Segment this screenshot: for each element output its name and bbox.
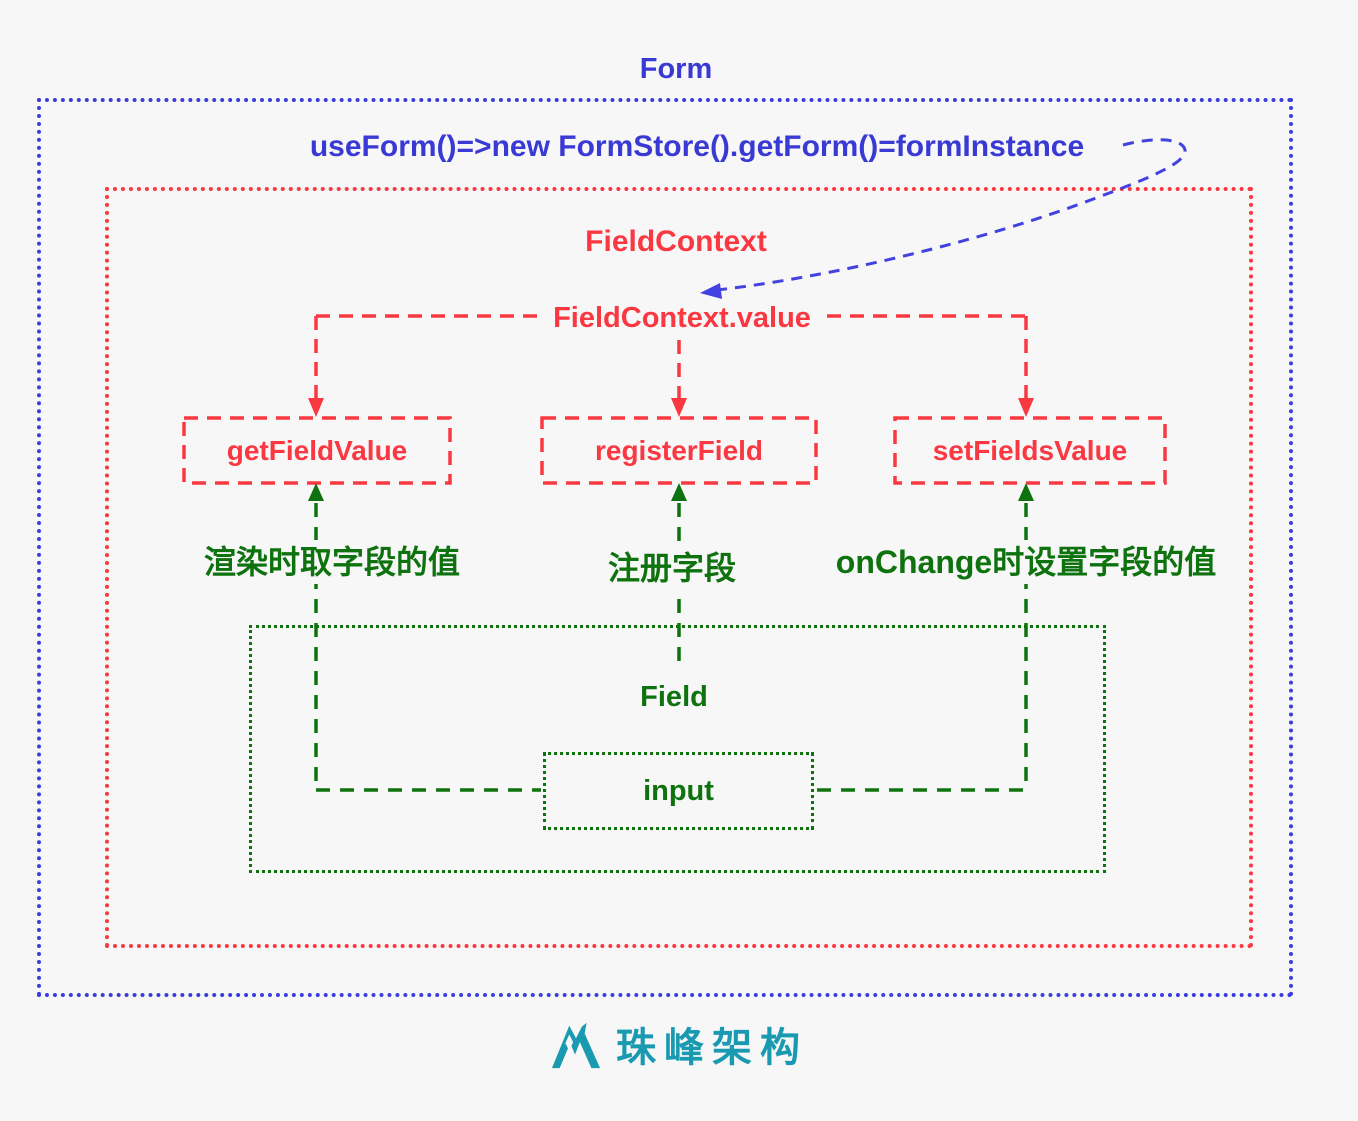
method-getfieldvalue: getFieldValue (226, 434, 408, 466)
input-label: input (643, 774, 714, 807)
fieldcontext-value-label: FieldContext.value (553, 302, 811, 334)
field-box (249, 625, 1106, 873)
fieldcontext-box (105, 187, 1253, 948)
form-box (37, 98, 1293, 997)
field-title: Field (640, 681, 708, 713)
method-setfieldsvalue: setFieldsValue (932, 434, 1128, 466)
mountain-peak-icon (550, 1021, 602, 1076)
fieldcontext-title: FieldContext (585, 225, 767, 258)
annotation-registerfield: 注册字段 (601, 546, 743, 590)
annotation-setfieldsvalue: onChange时设置字段的值 (829, 540, 1223, 584)
useform-formula: useForm()=>new FormStore().getForm()=for… (309, 130, 1085, 163)
annotation-getfieldvalue: 渲染时取字段的值 (197, 540, 467, 584)
form-title: Form (639, 53, 713, 85)
method-registerfield: registerField (594, 434, 764, 466)
logo: 珠峰架构 (0, 1020, 1358, 1076)
input-box: input (543, 752, 814, 830)
logo-text: 珠峰架构 (616, 1026, 808, 1070)
